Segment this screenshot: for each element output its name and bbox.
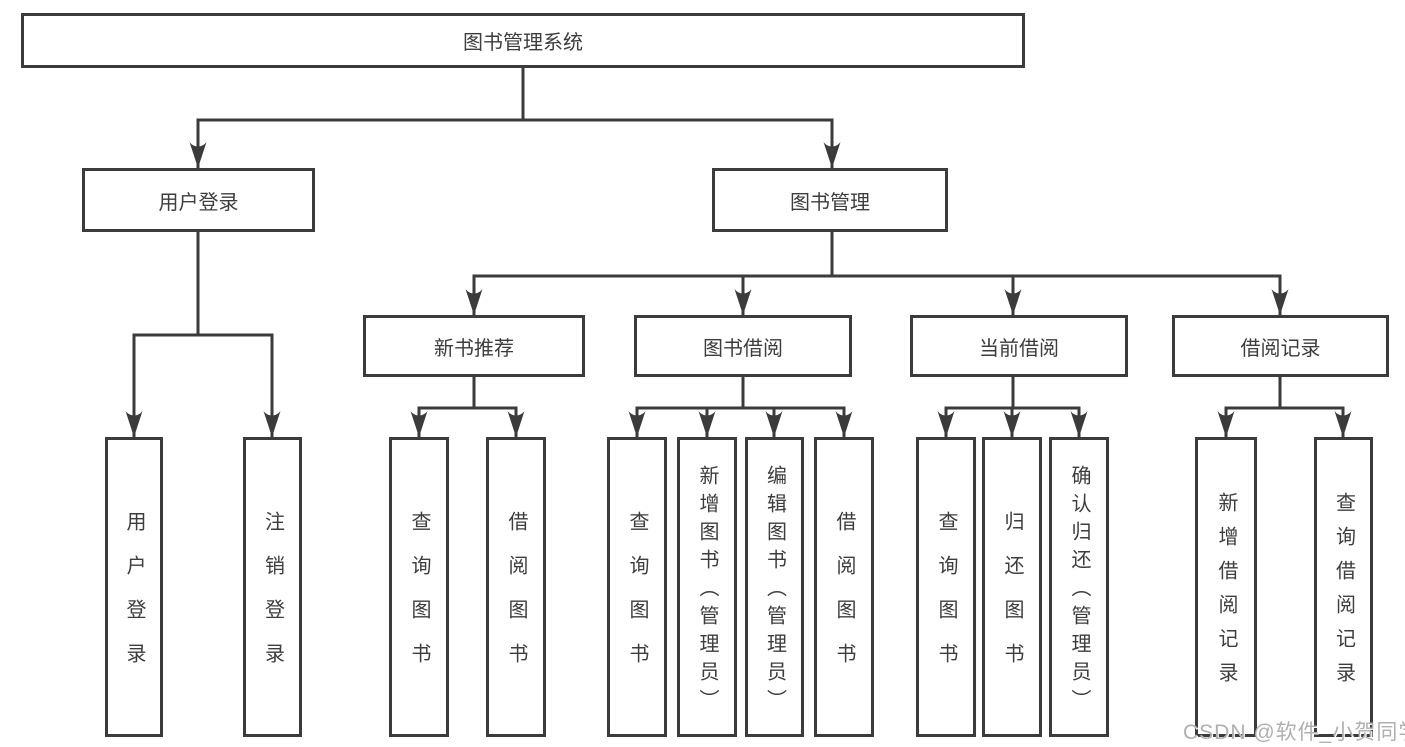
leaf-edit-books-admin: 编辑图书（管理员） xyxy=(745,437,804,737)
leaf-return-books-label: 归还图书 xyxy=(1001,511,1023,687)
connector-records-trunk xyxy=(1224,375,1345,410)
node-user-login: 用户登录 xyxy=(82,168,315,232)
connector-newbook-trunk xyxy=(417,375,518,410)
leaf-borrow-books-recommend-label: 借阅图书 xyxy=(505,511,527,687)
leaf-user-login-label: 用户登录 xyxy=(123,511,145,687)
leaf-add-books-admin-label: 新增图书（管理员） xyxy=(696,465,718,717)
node-library-management-system: 图书管理系统 xyxy=(21,13,1025,68)
leaf-borrow-books: 借阅图书 xyxy=(814,437,874,737)
connector-bookborrow-trunk xyxy=(635,375,846,410)
connector-bookmgmt-trunk xyxy=(472,230,1282,278)
leaf-add-books-admin: 新增图书（管理员） xyxy=(677,437,737,737)
node-current-borrowing: 当前借阅 xyxy=(910,315,1128,377)
connector-userlogin-trunk xyxy=(132,230,274,337)
node-new-book-recommendation: 新书推荐 xyxy=(363,315,585,377)
leaf-query-books-current: 查询图书 xyxy=(916,437,976,737)
leaf-query-books-recommend: 查询图书 xyxy=(389,437,449,737)
leaf-confirm-return-admin-label: 确认归还（管理员） xyxy=(1068,465,1090,717)
leaf-borrow-books-label: 借阅图书 xyxy=(833,511,855,687)
leaf-query-books-recommend-label: 查询图书 xyxy=(408,511,430,687)
leaf-query-books-borrow: 查询图书 xyxy=(607,437,667,737)
leaf-add-borrow-record-label: 新增借阅记录 xyxy=(1215,492,1237,696)
leaf-return-books: 归还图书 xyxy=(982,437,1042,737)
leaf-logout: 注销登录 xyxy=(243,437,302,737)
node-book-management: 图书管理 xyxy=(712,168,948,232)
csdn-watermark: CSDN @软件_小贺同学 xyxy=(1183,721,1405,744)
connector-currentborrow-trunk xyxy=(944,375,1081,410)
node-book-borrowing: 图书借阅 xyxy=(634,315,852,377)
leaf-logout-label: 注销登录 xyxy=(261,511,284,687)
leaf-add-borrow-record: 新增借阅记录 xyxy=(1195,437,1257,737)
leaf-query-books-borrow-label: 查询图书 xyxy=(626,511,648,687)
leaf-user-login: 用户登录 xyxy=(105,437,163,737)
leaf-query-books-current-label: 查询图书 xyxy=(935,511,957,687)
leaf-confirm-return-admin: 确认归还（管理员） xyxy=(1049,437,1109,737)
leaf-borrow-books-recommend: 借阅图书 xyxy=(486,437,546,737)
leaf-query-borrow-record-label: 查询借阅记录 xyxy=(1332,492,1355,696)
leaf-query-borrow-record: 查询借阅记录 xyxy=(1314,437,1373,737)
leaf-edit-books-admin-label: 编辑图书（管理员） xyxy=(763,465,786,717)
node-borrowing-records: 借阅记录 xyxy=(1172,315,1389,377)
connector-root-trunk xyxy=(196,66,834,122)
